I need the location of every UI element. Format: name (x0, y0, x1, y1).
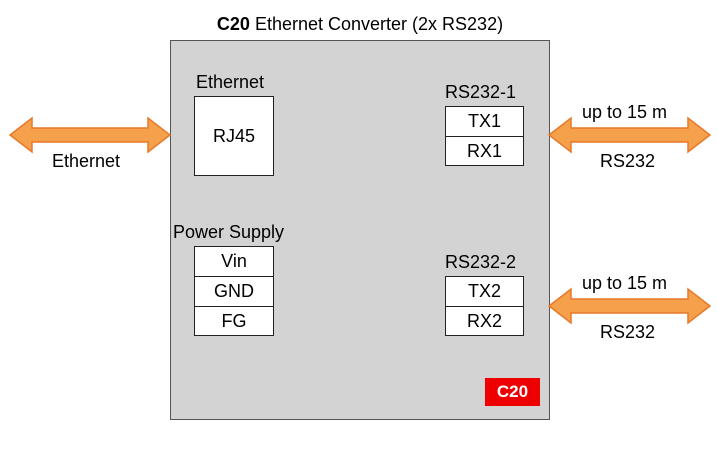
ethernet-double-arrow (8, 116, 172, 154)
title-rest: Ethernet Converter (2x RS232) (249, 14, 504, 34)
rs232-2-pin-rx2: RX2 (445, 306, 524, 336)
rj45-connector: RJ45 (194, 96, 274, 176)
power-pin-gnd: GND (194, 276, 274, 307)
rs232-1-heading: RS232-1 (445, 82, 517, 102)
title-bold: C20 (216, 14, 250, 34)
diagram-title: C20 Ethernet Converter (2x RS232) (170, 14, 550, 35)
rs232-2-double-arrow (547, 287, 712, 325)
ethernet-external-label: Ethernet (52, 151, 121, 171)
rs232-1-external-label: RS232 (600, 151, 656, 171)
rs232-1-double-arrow (547, 116, 712, 154)
rs232-2-heading: RS232-2 (445, 252, 517, 272)
rs232-1-pin-tx1: TX1 (445, 106, 524, 137)
power-pin-vin: Vin (194, 246, 274, 277)
rs232-2-pin-tx2: TX2 (445, 276, 524, 307)
power-supply-heading: Power Supply (173, 222, 285, 242)
ethernet-heading: Ethernet (196, 72, 265, 92)
rs232-2-external-label: RS232 (600, 322, 656, 342)
c20-badge: C20 (485, 378, 540, 406)
rs232-1-pin-rx1: RX1 (445, 136, 524, 166)
rs232-1-distance-label: up to 15 m (582, 102, 668, 122)
rs232-2-distance-label: up to 15 m (582, 273, 668, 293)
power-pin-fg: FG (194, 306, 274, 336)
